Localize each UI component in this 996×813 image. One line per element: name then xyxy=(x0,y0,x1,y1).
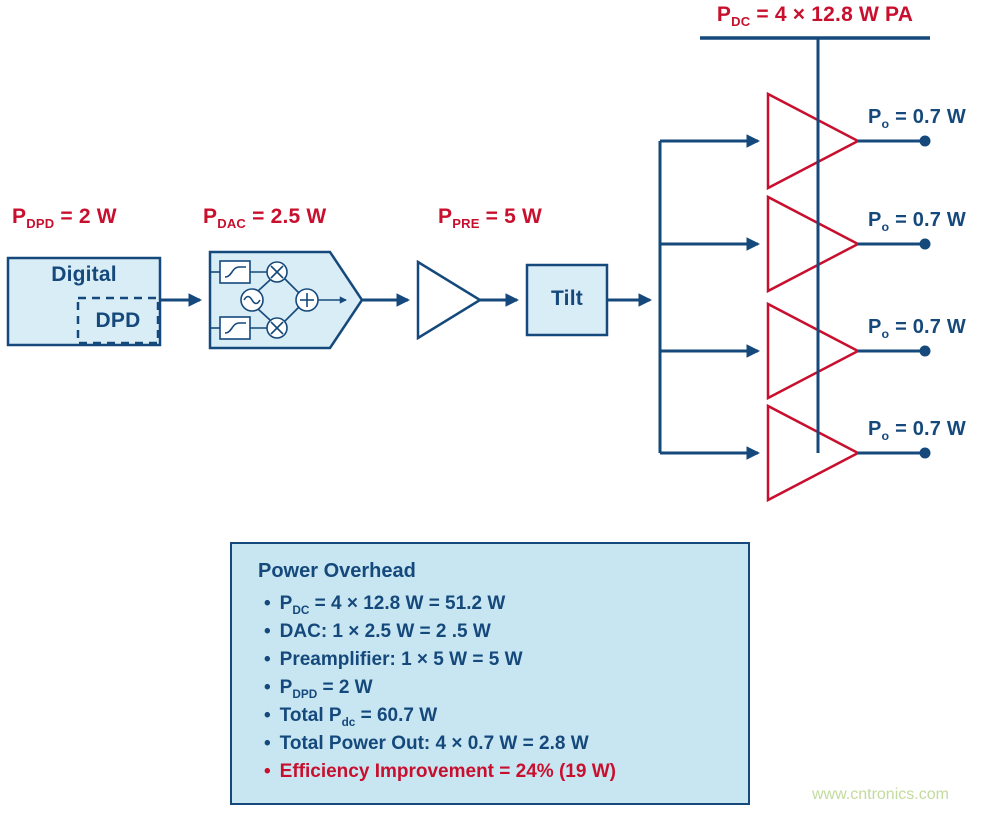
power-overhead-panel: Power Overhead PDC = 4 × 12.8 W = 51.2 W… xyxy=(230,542,750,805)
label-p-dac: PDAC = 2.5 W xyxy=(203,205,327,232)
output-label-3: Po = 0.7 W xyxy=(868,316,966,341)
label-p-dpd: PDPD = 2 W xyxy=(12,205,117,232)
digital-block-label: Digital xyxy=(51,263,117,286)
overhead-item-efficiency: Efficiency Improvement = 24% (19 W) xyxy=(264,758,738,786)
dac-internals xyxy=(210,260,348,340)
output-dot-2 xyxy=(919,238,931,250)
output-label-4: Po = 0.7 W xyxy=(868,418,966,443)
tilt-block xyxy=(525,263,609,337)
power-overhead-list: PDC = 4 × 12.8 W = 51.2 W DAC: 1 × 2.5 W… xyxy=(258,590,738,786)
lowpass-filter-icon xyxy=(219,260,251,284)
output-dot-3 xyxy=(919,345,931,357)
output-label-2: Po = 0.7 W xyxy=(868,209,966,234)
overhead-item-total-power-out: Total Power Out: 4 × 0.7 W = 2.8 W xyxy=(264,730,738,758)
lowpass-filter-icon xyxy=(219,316,251,340)
overhead-item-pdpd: PDPD = 2 W xyxy=(264,674,738,702)
overhead-item-dac: DAC: 1 × 2.5 W = 2 .5 W xyxy=(264,618,738,646)
dpd-dashed-box xyxy=(76,296,160,345)
output-dot-4 xyxy=(919,447,931,459)
label-p-dc-top: PDC = 4 × 12.8 W PA xyxy=(716,3,914,30)
overhead-item-preamp: Preamplifier: 1 × 5 W = 5 W xyxy=(264,646,738,674)
overhead-item-pdc: PDC = 4 × 12.8 W = 51.2 W xyxy=(264,590,738,618)
pa-triangle-4 xyxy=(766,403,861,503)
preamp-triangle xyxy=(416,259,483,341)
pa-triangle-1 xyxy=(766,91,861,191)
dpd-block-label: DPD xyxy=(95,309,141,332)
overhead-item-total-pdc: Total Pdc = 60.7 W xyxy=(264,702,738,730)
output-label-1: Po = 0.7 W xyxy=(868,106,966,131)
pa-triangle-2 xyxy=(766,194,861,294)
watermark-text: www.cntronics.com xyxy=(812,786,949,803)
pa-triangle-3 xyxy=(766,301,861,401)
label-p-pre: PPRE = 5 W xyxy=(438,205,543,232)
output-dot-1 xyxy=(919,135,931,147)
tilt-block-label: Tilt xyxy=(551,287,583,310)
power-overhead-title: Power Overhead xyxy=(258,560,416,582)
